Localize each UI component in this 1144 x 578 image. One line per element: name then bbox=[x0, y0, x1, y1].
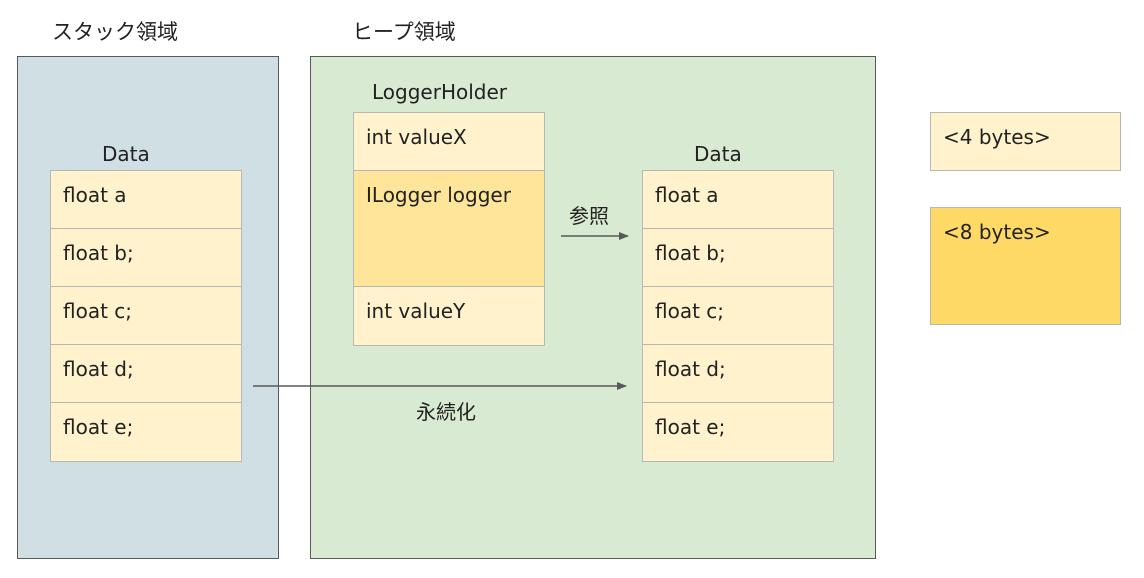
heap-field-d: float d; bbox=[642, 344, 834, 403]
stack-field-b: float b; bbox=[50, 228, 242, 287]
legend-4-bytes: <4 bytes> bbox=[930, 112, 1121, 171]
logger-holder-field-logger: ILogger logger bbox=[353, 170, 545, 287]
stack-field-d: float d; bbox=[50, 344, 242, 403]
stack-field-a: float a bbox=[50, 170, 242, 229]
heap-field-a: float a bbox=[642, 170, 834, 229]
heap-data-title: Data bbox=[694, 142, 742, 166]
stack-region-heading: スタック領域 bbox=[52, 20, 178, 44]
heap-field-b: float b; bbox=[642, 228, 834, 287]
persist-arrow-label: 永続化 bbox=[416, 400, 476, 424]
logger-holder-title: LoggerHolder bbox=[372, 80, 507, 104]
stack-field-e: float e; bbox=[50, 402, 242, 462]
heap-region-heading: ヒープ領域 bbox=[352, 20, 456, 44]
stack-data-title: Data bbox=[102, 142, 150, 166]
heap-field-e: float e; bbox=[642, 402, 834, 462]
heap-field-c: float c; bbox=[642, 286, 834, 345]
logger-holder-field-valuex: int valueX bbox=[353, 112, 545, 171]
logger-holder-field-valuey: int valueY bbox=[353, 286, 545, 346]
stack-field-c: float c; bbox=[50, 286, 242, 345]
reference-arrow-label: 参照 bbox=[569, 204, 609, 228]
legend-8-bytes: <8 bytes> bbox=[930, 207, 1121, 325]
